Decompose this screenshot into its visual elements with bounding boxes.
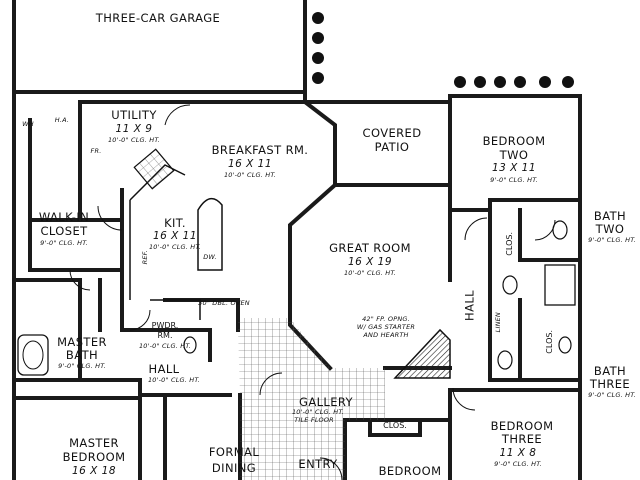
powder-ceiling: 10'-0" CLG. HT. <box>138 342 192 350</box>
formal-dining-label-1: FORMAL <box>208 445 260 459</box>
utility-size: 11 X 9 <box>115 123 153 135</box>
range <box>133 148 175 190</box>
hall-center-ceiling: 10'-0" CLG. HT. <box>147 376 201 384</box>
closet-bath3-label: CLOS. <box>545 330 554 354</box>
entry-label: ENTRY <box>298 457 338 471</box>
master-bath-label-2: BATH <box>65 348 99 362</box>
kitchen-island <box>197 197 223 271</box>
breakfast-label: BREAKFAST RM. <box>211 143 309 157</box>
linen-label: LINEN <box>493 312 502 333</box>
bedroom-two-label-1: BEDROOM <box>482 134 546 148</box>
great-room-label: GREAT ROOM <box>329 241 411 255</box>
closet-bath2-label: CLOS. <box>505 232 514 256</box>
bedroom-three-label-1: BEDROOM <box>490 419 554 433</box>
fr-label: FR. <box>90 147 102 155</box>
powder-label-1: PWDR. <box>151 321 179 330</box>
closet-top-label: CLOS. <box>383 421 407 430</box>
master-tub <box>17 334 49 376</box>
landscape-shrubs <box>312 12 574 88</box>
bath-three-label-2: THREE <box>589 377 631 391</box>
powder-label-2: RM. <box>157 331 173 340</box>
bedroom-two-label-2: TWO <box>499 148 529 162</box>
master-bath-ceiling: 9'-0" CLG. HT. <box>58 362 106 370</box>
master-bedroom-label-1: MASTER <box>69 436 119 450</box>
utility-label: UTILITY <box>111 108 157 122</box>
door-swings <box>69 104 556 480</box>
fireplace-note-3: AND HEARTH <box>363 331 409 339</box>
wh-label: WH <box>22 120 34 128</box>
fireplace-note-1: 42" FP. OPNG. <box>362 315 410 323</box>
hall-center-label: HALL <box>148 362 180 376</box>
walkin-label-2: CLOSET <box>40 224 88 238</box>
great-room-size: 16 X 19 <box>347 256 393 268</box>
patio-label-1: COVERED <box>362 126 422 140</box>
hall-right-label: HALL <box>462 290 477 321</box>
kitchen-size: 16 X 11 <box>152 230 198 242</box>
ref-label: REF. <box>140 250 149 265</box>
bath-two-label-1: BATH <box>593 209 627 223</box>
oven-label: 30" DBL. OVEN <box>198 299 250 307</box>
bedroom-front-label: BEDROOM <box>378 464 442 478</box>
walkin-ceiling: 9'-0" CLG. HT. <box>40 239 88 247</box>
garage-label: THREE-CAR GARAGE <box>95 11 221 25</box>
bedroom-two-size: 13 X 11 <box>491 162 537 174</box>
breakfast-size: 16 X 11 <box>227 158 273 170</box>
bedroom-three-ceiling: 9'-0" CLG. HT. <box>494 460 542 468</box>
bath-three-label-1: BATH <box>593 364 627 378</box>
bath-three-ceiling: 9'-0" CLG. HT. <box>588 391 636 399</box>
gallery-label: GALLERY <box>299 395 353 409</box>
bath-two-label-2: TWO <box>595 222 625 236</box>
gallery-ceiling: 10'-0" CLG. HT. <box>291 408 345 416</box>
ha-label: H.A. <box>54 116 70 124</box>
bedroom-three-size: 11 X 8 <box>499 447 537 459</box>
master-bedroom-size: 16 X 18 <box>71 465 117 477</box>
fireplace <box>393 328 451 379</box>
gallery-tile-floor <box>238 318 385 480</box>
master-bath-label-1: MASTER <box>57 335 107 349</box>
bath-two-tub <box>544 264 576 306</box>
bedroom-two-ceiling: 9'-0" CLG. HT. <box>490 176 538 184</box>
kitchen-label: KIT. <box>164 216 186 230</box>
patio-label-2: PATIO <box>374 140 410 154</box>
utility-ceiling: 10'-0" CLG. HT. <box>107 136 161 144</box>
fireplace-note-2: W/ GAS STARTER <box>356 323 416 331</box>
bedroom-three-label-2: THREE <box>501 432 543 446</box>
breakfast-ceiling: 10'-0" CLG. HT. <box>223 171 277 179</box>
kitchen-ceiling: 10'-0" CLG. HT. <box>148 243 202 251</box>
formal-dining-label-2: DINING <box>211 461 257 475</box>
dw-label: DW. <box>203 253 217 261</box>
master-bedroom-label-2: BEDROOM <box>62 450 126 464</box>
walkin-label-1: WALK-IN <box>38 210 90 224</box>
bath-two-ceiling: 9'-0" CLG. HT. <box>588 236 636 244</box>
great-room-ceiling: 10'-0" CLG. HT. <box>343 269 397 277</box>
gallery-floor: TILE FLOOR <box>294 416 334 424</box>
